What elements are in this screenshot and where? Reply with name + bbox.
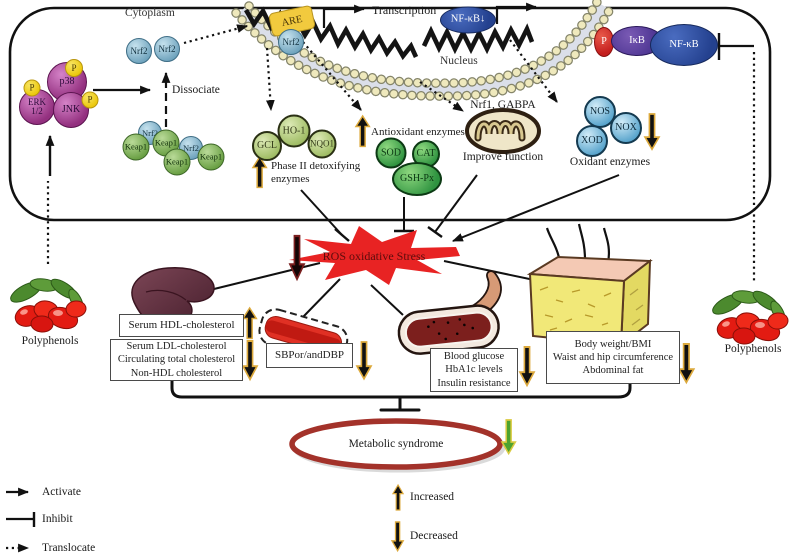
phase2-enzymes-label: Phase II detoxifying enzymes	[271, 160, 361, 185]
lipids-box: Serum LDL-cholesterol Circulating total …	[110, 339, 243, 381]
phospho-p-ikb: P	[594, 27, 614, 57]
metabolic-syndrome-label: Metabolic syndrome	[348, 438, 444, 450]
transcription-arrow	[322, 4, 366, 28]
phase2-up-arrow	[252, 156, 268, 189]
hdl-up-arrow	[242, 307, 258, 340]
ros-glucose-line	[370, 284, 404, 316]
lipids-down-arrow	[242, 340, 258, 381]
lipids-line-2: Circulating total cholesterol	[117, 354, 236, 366]
cytoplasm-label: Cytoplasm	[125, 7, 175, 19]
xod-enzyme: XOD	[576, 125, 608, 157]
cell-outline	[8, 6, 772, 222]
adiposity-down-arrow	[678, 343, 695, 384]
oxidant-down-arrow	[644, 113, 660, 151]
mitochondria-icon	[465, 108, 541, 154]
decreased-key-label: Decreased	[410, 530, 458, 542]
nfkb-down-glyph: ↓	[479, 13, 486, 25]
polyphenols-left-image	[7, 275, 88, 334]
oxidant-ros-arrow	[451, 174, 620, 242]
ho1-enzyme: HO-1	[277, 114, 311, 148]
ros-label: ROS oxidative Stress	[322, 249, 426, 263]
ros-vessel-line	[302, 278, 341, 318]
antioxidant-up-arrow	[355, 115, 371, 148]
glycemia-line-1: Blood glucose	[443, 351, 505, 363]
gcl-enzyme: GCL	[252, 131, 282, 161]
nos-enzyme: NOS	[584, 96, 616, 128]
oxidant-enzymes-label: Oxidant enzymes	[569, 156, 651, 168]
pathway-connectors	[45, 24, 756, 318]
legend-activate-label: Activate	[42, 486, 81, 498]
nuclear-membrane	[231, 0, 615, 101]
lipids-line-3: Non-HDL cholesterol	[130, 367, 223, 379]
mito-inhibit-bar	[427, 226, 443, 238]
translocate-oxidant-arrow	[509, 39, 558, 103]
keap1-1: Keap1	[122, 133, 150, 161]
antioxidant-enzymes-label: Antioxidant enzymes	[371, 126, 465, 138]
legend-inhibit-label: Inhibit	[42, 513, 73, 525]
phase2-inhibit-bar	[334, 228, 350, 242]
nrf2-free-2: Nrf2	[154, 36, 180, 62]
transcription-arrow-right	[495, 2, 538, 24]
keap1-4: Keap1	[197, 143, 225, 171]
polyphenols-right-label: Polyphenols	[724, 343, 782, 355]
nfkb-nucleus-label: NF-κB	[450, 13, 480, 25]
polyphenols-right-image	[709, 287, 790, 346]
bp-line: SBPor/andDBP	[274, 348, 345, 361]
translocate-phase2-arrow	[265, 47, 275, 112]
ros-starburst	[289, 226, 460, 285]
glycemia-box: Blood glucose HbA1c levels Insulin resis…	[430, 348, 518, 392]
legend-glyphs	[6, 487, 36, 553]
glycemia-down-arrow	[519, 346, 535, 387]
adiposity-line-2: Waist and hip circumference	[552, 351, 674, 363]
adiposity-line-3: Abdominal fat	[582, 365, 644, 377]
lipids-line-1: Serum LDL-cholesterol	[126, 341, 227, 353]
nrf2-free-1: Nrf2	[126, 38, 152, 64]
glycemia-line-2: HbA1c levels	[445, 364, 503, 376]
transcription-label: Transcription	[372, 3, 437, 17]
phospho-p-erk: P	[23, 79, 41, 97]
hdl-line: Serum HDL-cholesterol	[128, 318, 235, 331]
nrf2-nucleus: Nrf2	[278, 29, 304, 55]
keap1-3: Keap1	[163, 148, 191, 176]
dna-strand-nfkb	[421, 23, 535, 55]
phospho-p-p38: P	[65, 59, 83, 77]
legend-translocate-label: Translocate	[42, 542, 96, 554]
gshpx-enzyme: GSH-Px	[392, 162, 442, 196]
glycemia-line-3: Insulin resistance	[437, 377, 511, 389]
decreased-key-arrow	[391, 521, 404, 552]
phospho-p-jnk: P	[81, 91, 99, 109]
polyphenols-left-label: Polyphenols	[21, 335, 79, 347]
phase2-inhibit-line	[300, 189, 343, 236]
adiposity-line-1: Body weight/BMI	[574, 338, 652, 350]
hdl-box: Serum HDL-cholesterol	[119, 314, 244, 337]
improve-function-label: Improve function	[462, 151, 544, 163]
glucose-vessel-icon	[397, 270, 502, 355]
nrf1-gabpa-label: Nrf1, GABPA	[470, 99, 536, 111]
nqo1-enzyme: NQO1	[307, 129, 337, 159]
outcome-bracket	[170, 379, 632, 412]
skin-adipose-icon	[526, 223, 653, 348]
increased-key-label: Increased	[410, 491, 455, 503]
mito-inhibit-line	[434, 174, 478, 233]
bp-down-arrow	[356, 341, 372, 380]
sod-enzyme: SOD	[375, 137, 407, 169]
nox-enzyme: NOX	[610, 112, 642, 144]
dissociate-label: Dissociate	[172, 84, 220, 96]
nfkb-nucleus: NF-κB↓	[440, 6, 496, 34]
increased-key-arrow	[392, 484, 404, 511]
nfkb-cytoplasm: NF-κB	[650, 24, 718, 66]
adiposity-box: Body weight/BMI Waist and hip circumfere…	[546, 331, 680, 384]
metabolic-syndrome-ellipse	[289, 418, 503, 470]
blood-pressure-box: SBPor/andDBP	[266, 343, 353, 368]
translocate-nrf2-arrow	[183, 24, 249, 45]
nucleus-label: Nucleus	[440, 55, 478, 67]
ros-liver-line	[213, 262, 321, 290]
